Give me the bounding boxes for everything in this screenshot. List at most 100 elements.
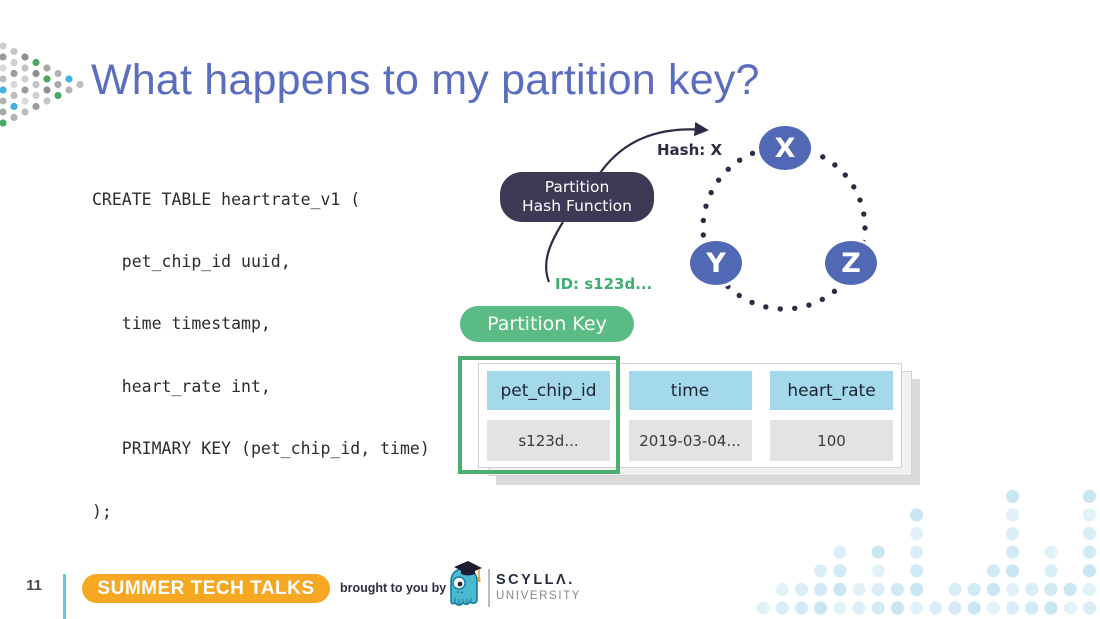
decor-dot xyxy=(21,75,29,83)
column-header: heart_rate xyxy=(770,371,893,410)
decor-dot xyxy=(1025,601,1039,615)
decor-dot xyxy=(21,64,29,72)
decor-dot xyxy=(32,69,40,78)
node-y-label: Y xyxy=(706,247,726,279)
decor-dot xyxy=(0,119,7,127)
decor-dot xyxy=(21,108,29,116)
decor-dot xyxy=(890,601,905,615)
decor-dot xyxy=(10,102,18,111)
code-line: CREATE TABLE heartrate_v1 ( xyxy=(92,189,361,209)
decor-dot xyxy=(10,47,18,56)
decor-dot xyxy=(21,53,29,61)
partition-hash-function-box: Partition Hash Function xyxy=(500,172,654,222)
decor-dot xyxy=(967,601,981,615)
column-header: time xyxy=(628,371,752,410)
code-line: time timestamp, xyxy=(92,314,271,334)
code-line: pet_chip_id uuid, xyxy=(92,251,291,271)
decor-dot xyxy=(833,601,847,615)
decor-dot xyxy=(1006,564,1020,578)
page-number: 11 xyxy=(26,577,42,594)
scylla-university-brand: SCYLLΛ. UNIVERSITY xyxy=(496,572,581,602)
decor-dot xyxy=(814,564,828,578)
decor-dot xyxy=(1044,601,1058,615)
column-value: s123d... xyxy=(487,420,610,461)
decor-dot xyxy=(0,64,7,72)
column-header: pet_chip_id xyxy=(487,371,610,410)
code-line: heart_rate int, xyxy=(92,376,271,396)
cql-code-block: CREATE TABLE heartrate_v1 ( pet_chip_id … xyxy=(92,148,430,564)
decor-dot xyxy=(986,564,1001,578)
decor-dot xyxy=(775,601,789,615)
id-label: ID: s123d... xyxy=(555,275,653,293)
decor-dot xyxy=(929,601,943,615)
decor-dot xyxy=(1082,564,1096,578)
decor-dot xyxy=(10,91,18,100)
decor-dot xyxy=(833,582,847,597)
decor-dot xyxy=(1006,601,1020,615)
decor-dot xyxy=(890,582,905,597)
decor-dot xyxy=(910,508,924,522)
decor-dot xyxy=(814,582,828,597)
decor-dot xyxy=(910,564,924,578)
decor-dot xyxy=(54,80,62,89)
decor-dot xyxy=(0,53,7,61)
decor-dot xyxy=(10,80,18,89)
decor-dot xyxy=(65,75,73,83)
id-curve xyxy=(545,221,564,283)
brand-divider xyxy=(488,569,490,607)
decor-dot xyxy=(910,582,924,597)
decor-dot xyxy=(852,601,866,615)
decor-dot xyxy=(794,582,809,597)
decor-dot xyxy=(21,97,29,105)
decor-dot xyxy=(756,601,770,615)
hash-arrow xyxy=(597,121,709,177)
decor-dot xyxy=(775,582,789,597)
decor-dot xyxy=(0,97,7,105)
column-heart-rate: heart_rate 100 xyxy=(770,371,893,461)
footer-accent-line xyxy=(63,574,66,619)
decor-dot xyxy=(910,527,924,541)
decor-dot xyxy=(871,582,885,597)
hash-box-line1: Partition xyxy=(544,178,610,196)
cluster-ring xyxy=(700,144,868,312)
slide-title: What happens to my partition key? xyxy=(91,56,760,104)
decor-dot xyxy=(986,601,1001,615)
node-x-label: X xyxy=(774,132,796,164)
decor-dot xyxy=(54,91,62,100)
node-x: X xyxy=(756,123,814,173)
decor-dot xyxy=(910,545,924,559)
code-line: PRIMARY KEY (pet_chip_id, time) xyxy=(92,439,430,459)
row-card: pet_chip_id s123d... time 2019-03-04... … xyxy=(478,363,902,468)
decor-dot xyxy=(986,582,1001,597)
decor-dot xyxy=(0,86,7,94)
decor-dot xyxy=(10,113,18,122)
brand-name: SCYLLΛ. xyxy=(496,572,575,588)
decor-dot xyxy=(1082,527,1096,541)
decor-dot xyxy=(43,86,51,94)
node-y: Y xyxy=(687,238,745,288)
decor-dot xyxy=(32,91,40,100)
decor-dot xyxy=(871,601,885,615)
decor-dot xyxy=(0,42,7,50)
decor-dot xyxy=(852,582,866,597)
decor-dot xyxy=(1082,545,1096,559)
decor-dot xyxy=(1006,527,1020,541)
node-z-label: Z xyxy=(841,247,861,279)
partition-key-badge: Partition Key xyxy=(460,306,634,342)
decor-dot xyxy=(1082,582,1096,597)
hash-result-label: Hash: X xyxy=(657,141,723,159)
decor-dot xyxy=(1082,489,1096,503)
decor-dot xyxy=(910,601,924,615)
decor-dot xyxy=(967,582,981,597)
decor-dot xyxy=(0,108,7,116)
decor-dot xyxy=(65,86,73,94)
decor-dot xyxy=(814,601,828,615)
decor-dot xyxy=(1006,489,1020,503)
decor-dot xyxy=(1082,508,1096,522)
summer-tech-talks-banner: SUMMER TECH TALKS xyxy=(82,574,330,603)
decor-dot xyxy=(76,80,84,89)
decor-dot xyxy=(794,601,809,615)
column-pet-chip-id: pet_chip_id s123d... xyxy=(487,371,610,461)
